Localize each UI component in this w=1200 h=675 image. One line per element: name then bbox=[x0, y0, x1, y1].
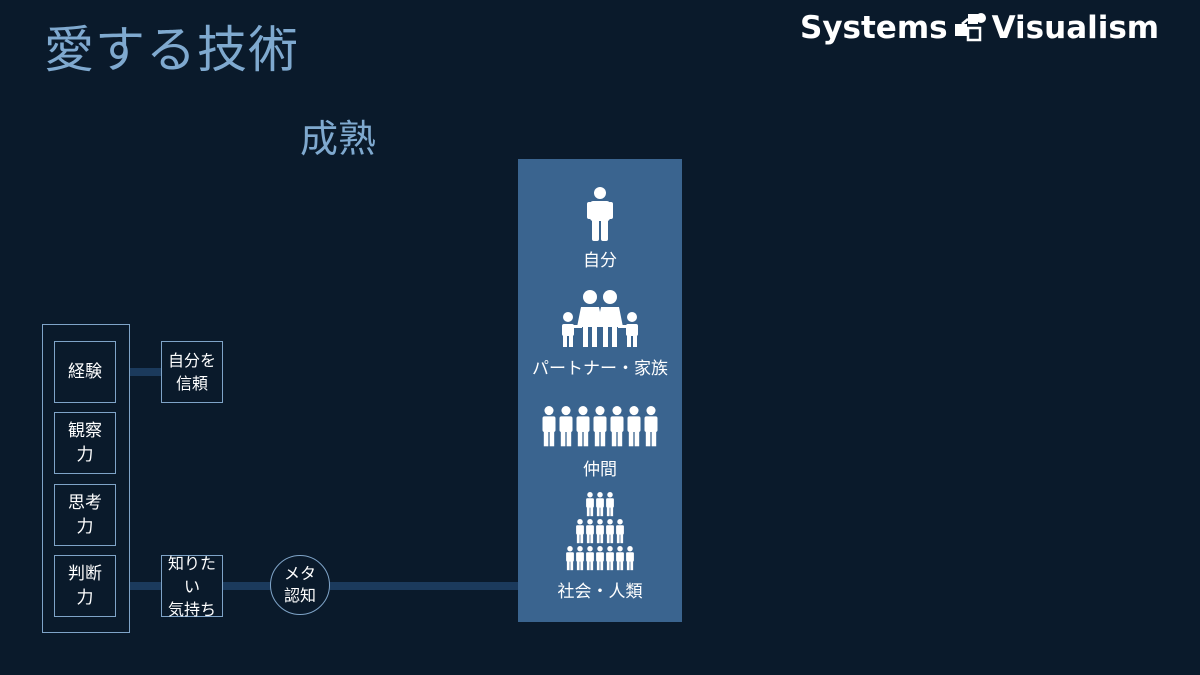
crowd-person-icon bbox=[606, 492, 614, 517]
logo-blocks-icon bbox=[954, 13, 986, 42]
note-self-trust: 自分を 信頼 bbox=[161, 341, 223, 403]
page-title: 愛する技術 bbox=[44, 21, 299, 79]
skill-thinking: 思考 力 bbox=[54, 484, 116, 546]
group-person-icon bbox=[576, 406, 590, 447]
crowd-person-icon bbox=[586, 546, 594, 571]
level-peers-label: 仲間 bbox=[583, 460, 617, 480]
level-partner-family-label: パートナー・家族 bbox=[532, 359, 668, 379]
systems-visualism-logo: Systems Visualism bbox=[800, 8, 1159, 48]
level-self-label: 自分 bbox=[583, 251, 617, 271]
group-person-icon bbox=[593, 406, 607, 447]
note-self-trust-label: 自分を 信頼 bbox=[167, 351, 216, 393]
meta-cognition-node: メタ 認知 bbox=[270, 555, 330, 615]
crowd-person-icon bbox=[606, 546, 614, 571]
group-person-icon bbox=[644, 406, 658, 447]
skill-experience-label: 経験 bbox=[68, 362, 102, 382]
logo-word-systems: Systems bbox=[800, 10, 948, 46]
family-icon bbox=[562, 290, 638, 347]
connector-judgement-curiosity bbox=[130, 582, 162, 590]
group-person-icon bbox=[559, 406, 573, 447]
connector-experience-trust bbox=[130, 368, 162, 376]
skill-judgement-label: 判断 力 bbox=[68, 564, 102, 608]
crowd-person-icon bbox=[586, 519, 594, 544]
skill-thinking-label: 思考 力 bbox=[68, 493, 102, 537]
crowd-person-icon bbox=[596, 519, 604, 544]
crowd-person-icon bbox=[576, 546, 584, 571]
crowd-person-icon bbox=[606, 519, 614, 544]
crowd-person-icon bbox=[576, 519, 584, 544]
single-person-icon bbox=[587, 187, 613, 241]
group-icon bbox=[542, 406, 658, 447]
group-person-icon bbox=[542, 406, 556, 447]
skill-experience: 経験 bbox=[54, 341, 116, 403]
skill-judgement: 判断 力 bbox=[54, 555, 116, 617]
skill-observation: 観察 力 bbox=[54, 412, 116, 474]
crowd-person-icon bbox=[616, 546, 624, 571]
maturity-panel: 自分 パートナー・家族 仲間 社会・人類 bbox=[518, 159, 682, 622]
meta-cognition-label: メタ 認知 bbox=[283, 564, 316, 605]
crowd-person-icon bbox=[616, 519, 624, 544]
crowd-person-icon bbox=[566, 546, 574, 571]
group-person-icon bbox=[610, 406, 624, 447]
level-society-label: 社会・人類 bbox=[557, 582, 643, 602]
crowd-icon bbox=[566, 492, 634, 571]
note-curiosity-label: 知りたい 気持ち bbox=[167, 553, 216, 619]
logo-word-visualism: Visualism bbox=[991, 10, 1160, 46]
crowd-person-icon bbox=[586, 492, 594, 517]
group-person-icon bbox=[627, 406, 641, 447]
crowd-person-icon bbox=[596, 546, 604, 571]
connector-curiosity-meta bbox=[223, 582, 271, 590]
crowd-person-icon bbox=[626, 546, 634, 571]
connector-meta-society bbox=[329, 582, 519, 590]
note-curiosity: 知りたい 気持ち bbox=[161, 554, 223, 619]
section-subtitle: 成熟 bbox=[300, 117, 377, 161]
crowd-person-icon bbox=[596, 492, 604, 517]
skill-observation-label: 観察 力 bbox=[68, 421, 102, 465]
